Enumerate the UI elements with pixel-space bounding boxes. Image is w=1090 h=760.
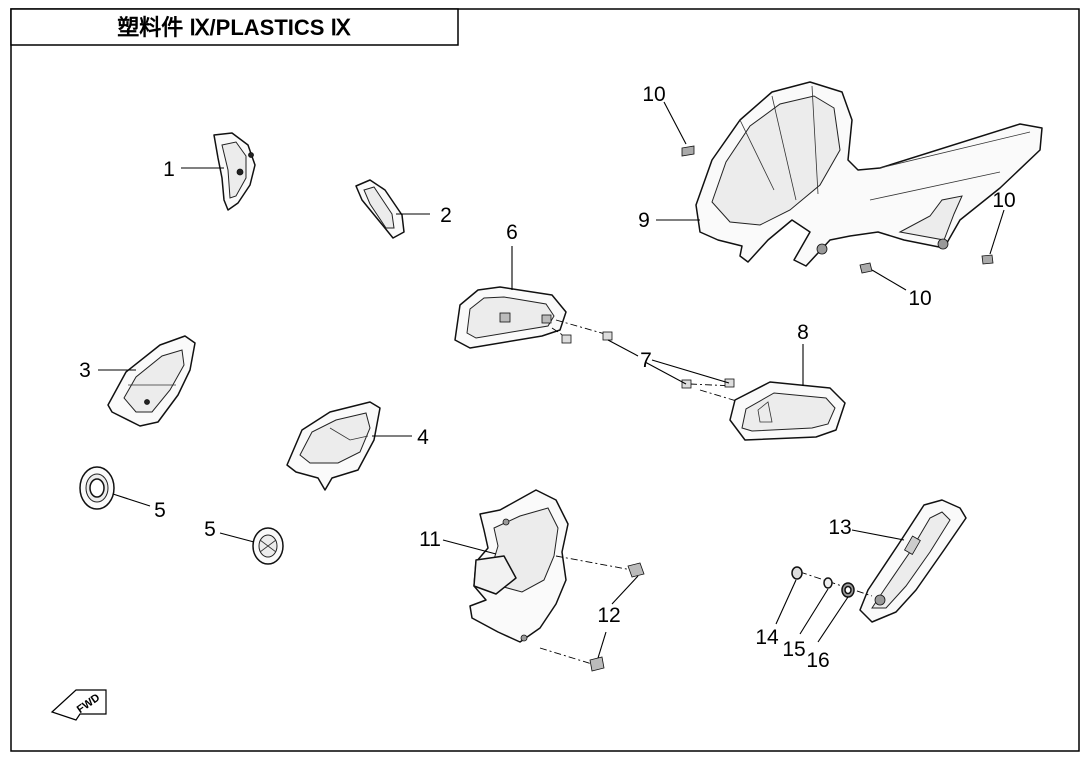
callout-8: 8	[797, 321, 809, 344]
part-11-housing	[469, 489, 569, 643]
title-box	[10, 8, 459, 46]
part-10-screws	[681, 145, 994, 274]
callout-10a: 10	[642, 83, 665, 106]
part-1-bracket	[213, 132, 256, 211]
callout-5a: 5	[154, 499, 166, 522]
callout-6: 6	[506, 221, 518, 244]
part-12-bolts	[589, 562, 645, 672]
page-title: 塑料件 Ⅸ/PLASTICS Ⅸ	[117, 15, 351, 40]
callout-9: 9	[638, 209, 650, 232]
callout-10c: 10	[992, 189, 1015, 212]
part-15-washer	[823, 577, 833, 589]
callout-10b: 10	[908, 287, 931, 310]
part-5-grommet-b	[252, 527, 284, 565]
part-6-middle-cover	[454, 286, 567, 349]
part-9-rear-fender	[695, 81, 1043, 267]
part-7-clip-nuts	[561, 331, 735, 389]
callout-15: 15	[782, 638, 805, 661]
diagram-border	[10, 8, 1080, 752]
callout-4: 4	[417, 426, 429, 449]
callout-1: 1	[163, 158, 175, 181]
callout-11: 11	[419, 528, 441, 551]
callout-5b: 5	[204, 518, 216, 541]
callout-2: 2	[440, 204, 452, 227]
part-13-reflector-bracket	[859, 499, 967, 623]
part-3-side-panel	[107, 335, 196, 427]
callout-14: 14	[755, 626, 779, 649]
part-16-nut	[841, 582, 855, 598]
part-4-lower-panel	[286, 401, 381, 491]
forward-direction-icon: FWD	[50, 689, 107, 721]
part-5-grommet-a	[79, 466, 115, 510]
callout-3: 3	[79, 359, 91, 382]
part-8-right-cover	[729, 381, 846, 441]
callout-16: 16	[806, 649, 829, 672]
callout-12: 12	[597, 604, 620, 627]
callout-7: 7	[640, 349, 652, 372]
callout-13: 13	[828, 516, 851, 539]
part-14-screw	[791, 566, 803, 580]
part-2-cover	[355, 179, 405, 239]
